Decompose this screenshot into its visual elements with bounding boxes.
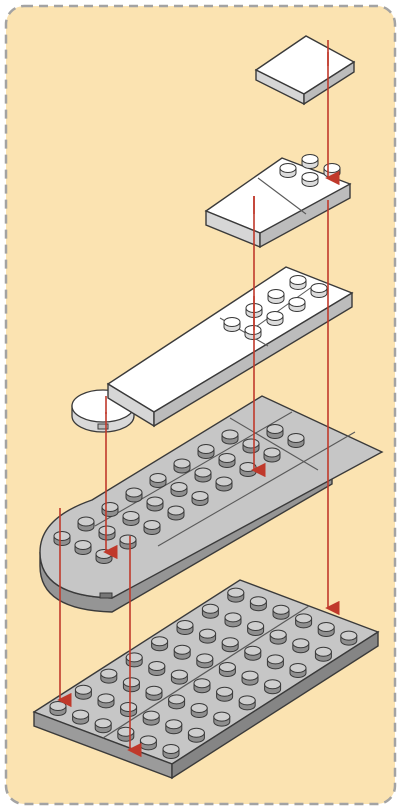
base-studs-stud xyxy=(174,645,190,659)
wedge-studs-stud xyxy=(99,526,115,540)
long-studs-stud xyxy=(267,312,283,326)
base-studs-stud xyxy=(202,604,218,618)
wedge-studs-stud xyxy=(216,477,232,491)
wedge-studs-stud xyxy=(171,483,187,497)
wedge-studs-stud xyxy=(144,521,160,535)
small-studs-stud xyxy=(302,155,318,169)
base-studs-stud xyxy=(273,605,289,619)
base-studs-stud xyxy=(140,736,156,750)
wedge-studs-stud xyxy=(126,488,142,502)
base-studs-stud xyxy=(191,704,207,718)
base-studs-stud xyxy=(146,686,162,700)
base-studs-stud xyxy=(293,639,309,653)
base-studs-stud xyxy=(315,647,331,661)
base-studs-stud xyxy=(194,679,210,693)
wedge-studs-stud xyxy=(147,497,163,511)
base-studs-stud xyxy=(118,727,134,741)
small-studs-stud xyxy=(302,173,318,187)
base-studs-stud xyxy=(166,720,182,734)
base-studs-stud xyxy=(267,655,283,669)
wedge-studs-stud xyxy=(174,459,190,473)
wedge-studs-stud xyxy=(54,532,70,546)
base-studs-stud xyxy=(171,670,187,684)
base-studs-stud xyxy=(152,637,168,651)
long-studs-stud xyxy=(289,298,305,312)
base-studs-stud xyxy=(318,623,334,637)
wedge-studs-stud xyxy=(243,439,259,453)
base-studs-stud xyxy=(177,621,193,635)
base-studs-stud xyxy=(75,685,91,699)
base-studs-stud xyxy=(290,664,306,678)
wedge-studs-stud xyxy=(192,492,208,506)
base-studs-stud xyxy=(341,631,357,645)
wedge-studs-stud xyxy=(123,512,139,526)
base-studs-stud xyxy=(222,638,238,652)
base-studs-stud xyxy=(228,588,244,602)
base-studs-stud xyxy=(73,710,89,724)
base-studs-stud xyxy=(123,678,139,692)
base-studs-stud xyxy=(217,687,233,701)
long-studs-stud xyxy=(311,284,327,298)
wedge-studs-stud xyxy=(222,430,238,444)
wedge-studs-stud xyxy=(288,434,304,448)
wedge-plate-notch xyxy=(100,593,112,598)
long-studs-stud xyxy=(224,318,240,332)
long-studs-stud xyxy=(268,290,284,304)
wedge-studs-stud xyxy=(102,503,118,517)
base-studs-stud xyxy=(200,629,216,643)
base-studs-stud xyxy=(242,671,258,685)
wedge-studs-stud xyxy=(264,448,280,462)
wedge-studs-stud xyxy=(75,541,91,555)
base-studs-stud xyxy=(197,654,213,668)
wedge-studs-stud xyxy=(219,454,235,468)
base-studs-stud xyxy=(169,695,185,709)
base-studs-stud xyxy=(95,719,111,733)
base-studs-stud xyxy=(248,622,264,636)
base-studs-stud xyxy=(219,663,235,677)
wedge-studs-stud xyxy=(78,517,94,531)
base-studs-stud xyxy=(245,646,261,660)
base-studs-stud xyxy=(149,662,165,676)
base-studs-stud xyxy=(214,712,230,726)
base-studs-stud xyxy=(188,728,204,742)
base-studs-stud xyxy=(270,630,286,644)
base-studs-stud xyxy=(143,711,159,725)
base-studs-stud xyxy=(98,694,114,708)
long-studs-stud xyxy=(245,326,261,340)
wedge-studs-stud xyxy=(120,535,136,549)
base-studs-stud xyxy=(250,597,266,611)
base-studs-stud xyxy=(50,702,66,716)
base-studs-stud xyxy=(163,745,179,759)
base-studs-stud xyxy=(239,696,255,710)
base-studs-stud xyxy=(126,653,142,667)
long-studs-stud xyxy=(290,276,306,290)
wedge-studs-stud xyxy=(96,550,112,564)
wedge-studs-stud xyxy=(267,425,283,439)
wedge-studs-stud xyxy=(168,506,184,520)
wedge-studs-stud xyxy=(198,445,214,459)
wedge-studs-stud xyxy=(195,468,211,482)
wedge-studs-stud xyxy=(150,474,166,488)
base-studs-stud xyxy=(265,680,281,694)
base-studs-stud xyxy=(296,614,312,628)
base-studs-stud xyxy=(121,703,137,717)
small-studs-stud xyxy=(324,164,340,178)
base-studs-stud xyxy=(101,669,117,683)
base-studs-stud xyxy=(225,613,241,627)
small-studs-stud xyxy=(280,164,296,178)
